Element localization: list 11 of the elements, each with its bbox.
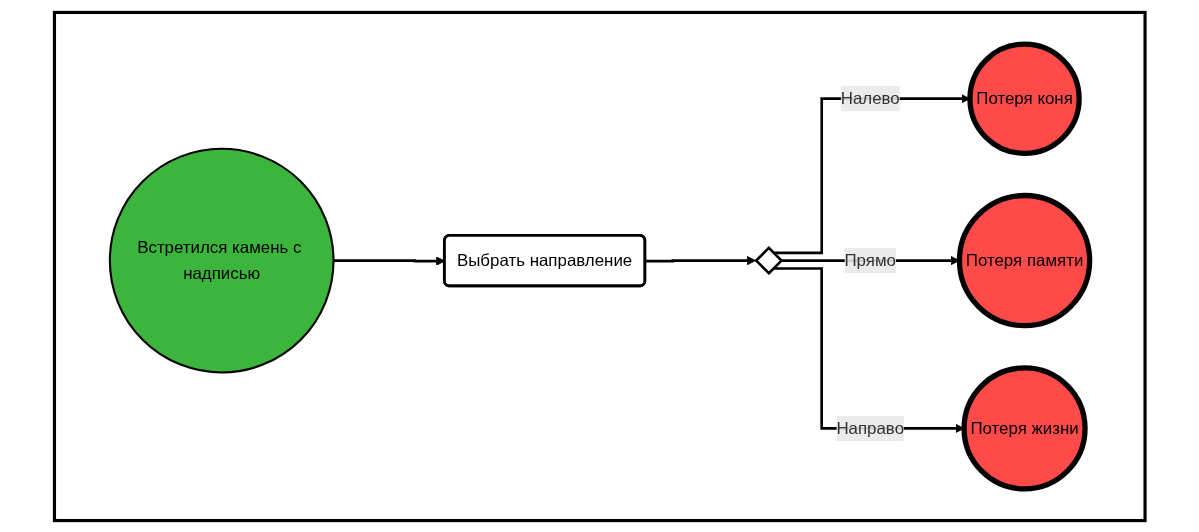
cluster [52, 10, 1147, 522]
node-diamond [754, 245, 784, 275]
arrow [333, 255, 445, 266]
node-circle: Потеря памяти [956, 192, 1093, 328]
node-circle: Встретился камень с надписью [108, 147, 335, 373]
edge-label: Направо [836, 418, 904, 437]
edge-label: Прямо [844, 250, 896, 269]
node-circle: Потеря коня [967, 40, 1082, 156]
edge-label: Налево [840, 88, 900, 107]
node-circle: Потеря жизни [961, 364, 1088, 492]
arrow [645, 255, 756, 265]
